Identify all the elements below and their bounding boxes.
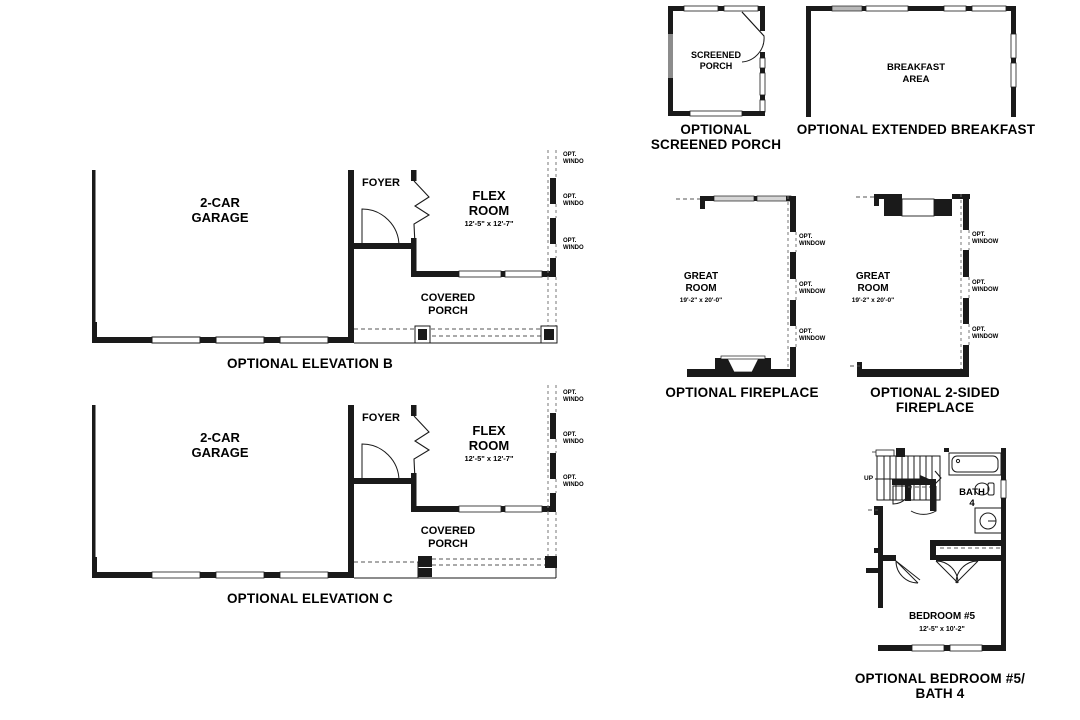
opt-window-label-c-2: OPT. WINDO [563,432,584,445]
screened-porch-linework [668,5,766,117]
room-label-breakfast-area: BREAKFAST AREA [886,62,946,85]
opt-window-label-b-3: OPT. WINDO [563,238,584,251]
room-label-garage-b: 2-CAR GARAGE [191,195,249,225]
opt-window-label-2sided-3: OPT. WINDOW [972,327,999,340]
room-label-covered-porch-c: COVERED PORCH [420,525,476,550]
room-label-bedroom5: BEDROOM #5 [908,611,976,622]
caption-optional-fireplace: OPTIONAL FIREPLACE [665,385,819,400]
room-label-garage-c: 2-CAR GARAGE [191,430,249,460]
room-dim-great-room-2sided: 19'-2" x 20'-0" [851,297,895,304]
room-dim-great-room-fireplace: 19'-2" x 20'-0" [679,297,723,304]
caption-elevation-c: OPTIONAL ELEVATION C [226,591,393,606]
elevation-c-linework [92,385,557,579]
elevation-b-linework [92,150,558,344]
room-dim-bedroom5: 12'-5" x 10'-2" [919,626,965,633]
stair-direction-label: UP [864,475,874,482]
caption-extended-breakfast: OPTIONAL EXTENDED BREAKFAST [796,122,1036,137]
extended-breakfast-linework [806,5,1017,117]
bedroom5-bath4-linework [866,448,1007,652]
room-dim-flex-room-c: 12'-5" x 12'-7" [464,454,514,463]
caption-two-sided-fireplace: OPTIONAL 2-SIDED FIREPLACE [870,385,1000,415]
optional-fireplace-linework [676,195,797,377]
room-dim-flex-room-b: 12'-5" x 12'-7" [464,219,514,228]
opt-window-label-b-1: OPT. WINDO [563,152,584,165]
opt-window-label-fireplace-2: OPT. WINDOW [799,282,826,295]
opt-window-label-2sided-1: OPT. WINDOW [972,232,999,245]
two-sided-fireplace-linework [850,194,970,377]
room-label-foyer-b: FOYER [362,177,400,189]
room-label-foyer-c: FOYER [362,412,400,424]
caption-screened-porch: OPTIONAL SCREENED PORCH [650,122,782,152]
caption-bedroom5-bath4: OPTIONAL BEDROOM #5/ BATH 4 [854,671,1026,701]
room-label-great-room-2sided: GREAT ROOM [855,271,891,294]
opt-window-label-c-1: OPT. WINDO [563,390,584,403]
caption-elevation-b: OPTIONAL ELEVATION B [226,356,393,371]
room-label-great-room-fireplace: GREAT ROOM [683,271,719,294]
opt-window-label-fireplace-3: OPT. WINDOW [799,329,826,342]
opt-window-label-c-3: OPT. WINDO [563,475,584,488]
room-label-flex-room-b: FLEX ROOM [468,188,510,218]
opt-window-label-2sided-2: OPT. WINDOW [972,280,999,293]
opt-window-label-b-2: OPT. WINDO [563,194,584,207]
room-label-bath4: BATH 4 [959,487,985,509]
room-label-screened-porch: SCREENED PORCH [690,50,741,71]
opt-window-label-fireplace-1: OPT. WINDOW [799,234,826,247]
room-label-flex-room-c: FLEX ROOM [468,423,510,453]
room-label-covered-porch-b: COVERED PORCH [420,292,476,317]
